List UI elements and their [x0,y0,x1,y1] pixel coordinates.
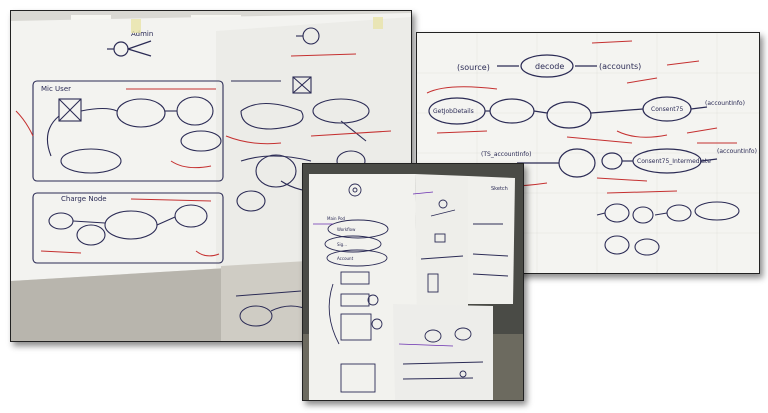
accountinfo-label: (accountInfo) [705,100,745,107]
accountinfo-lower-label: (accountInfo) [717,148,757,155]
ts-accountinfo-label: (TS_accountInfo) [481,151,531,158]
center-sketch-label: Sketch [491,186,508,192]
decode-label: decode [535,62,564,71]
accounts-label: (accounts) [599,62,641,71]
center-line-3: Sig... [337,242,347,247]
consent75-intermediate-label: Consent75_Intermediate [637,158,711,165]
center-line-1: Main Pod [327,216,346,221]
center-line-4: Account [337,256,354,261]
mic-user-label: Mic User [41,85,71,93]
center-line-2: Workflow [337,227,356,232]
source-label: (source) [457,63,490,72]
admin-label: Admin [131,30,153,38]
center-wall-photo: Sketch Main Pod Workflow Sig... Account [302,163,524,401]
charge-node-label: Charge Node [61,195,107,203]
consent75-label: Consent75 [651,106,683,113]
getjobdetails-label: GetJobDetails [433,108,474,115]
center-wall-drawing: Sketch Main Pod Workflow Sig... Account [303,164,523,400]
